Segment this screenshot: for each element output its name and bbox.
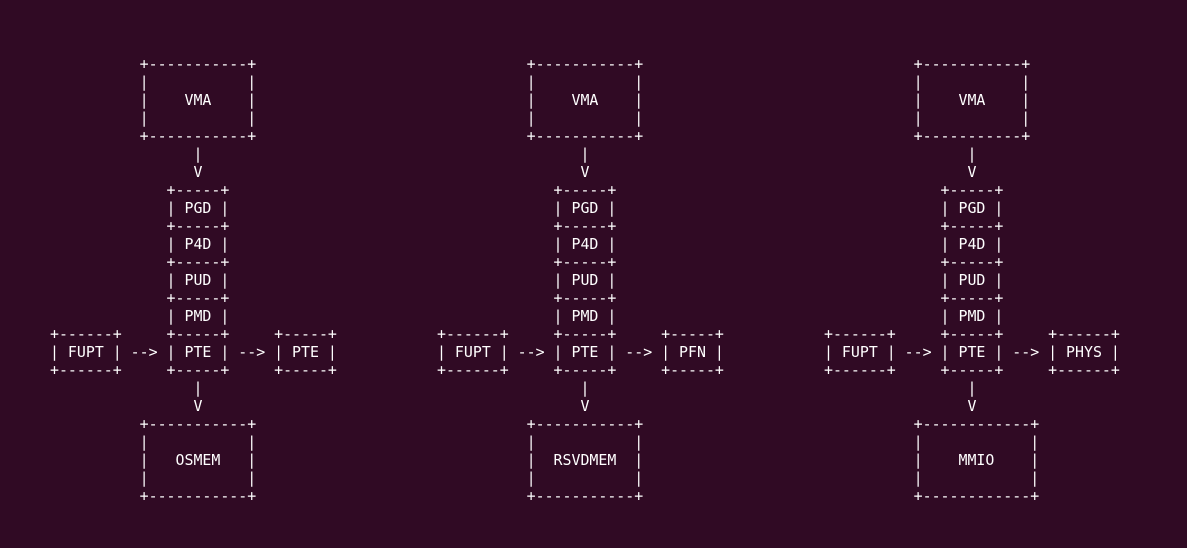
page-table-diagram-osmem: +-----------+ | | | VMA | | | +---------…: [50, 55, 337, 505]
page-table-diagram-rsvdmem: +-----------+ | | | VMA | | | +---------…: [437, 55, 724, 505]
page-table-diagram-mmio: +-----------+ | | | VMA | | | +---------…: [824, 55, 1120, 505]
